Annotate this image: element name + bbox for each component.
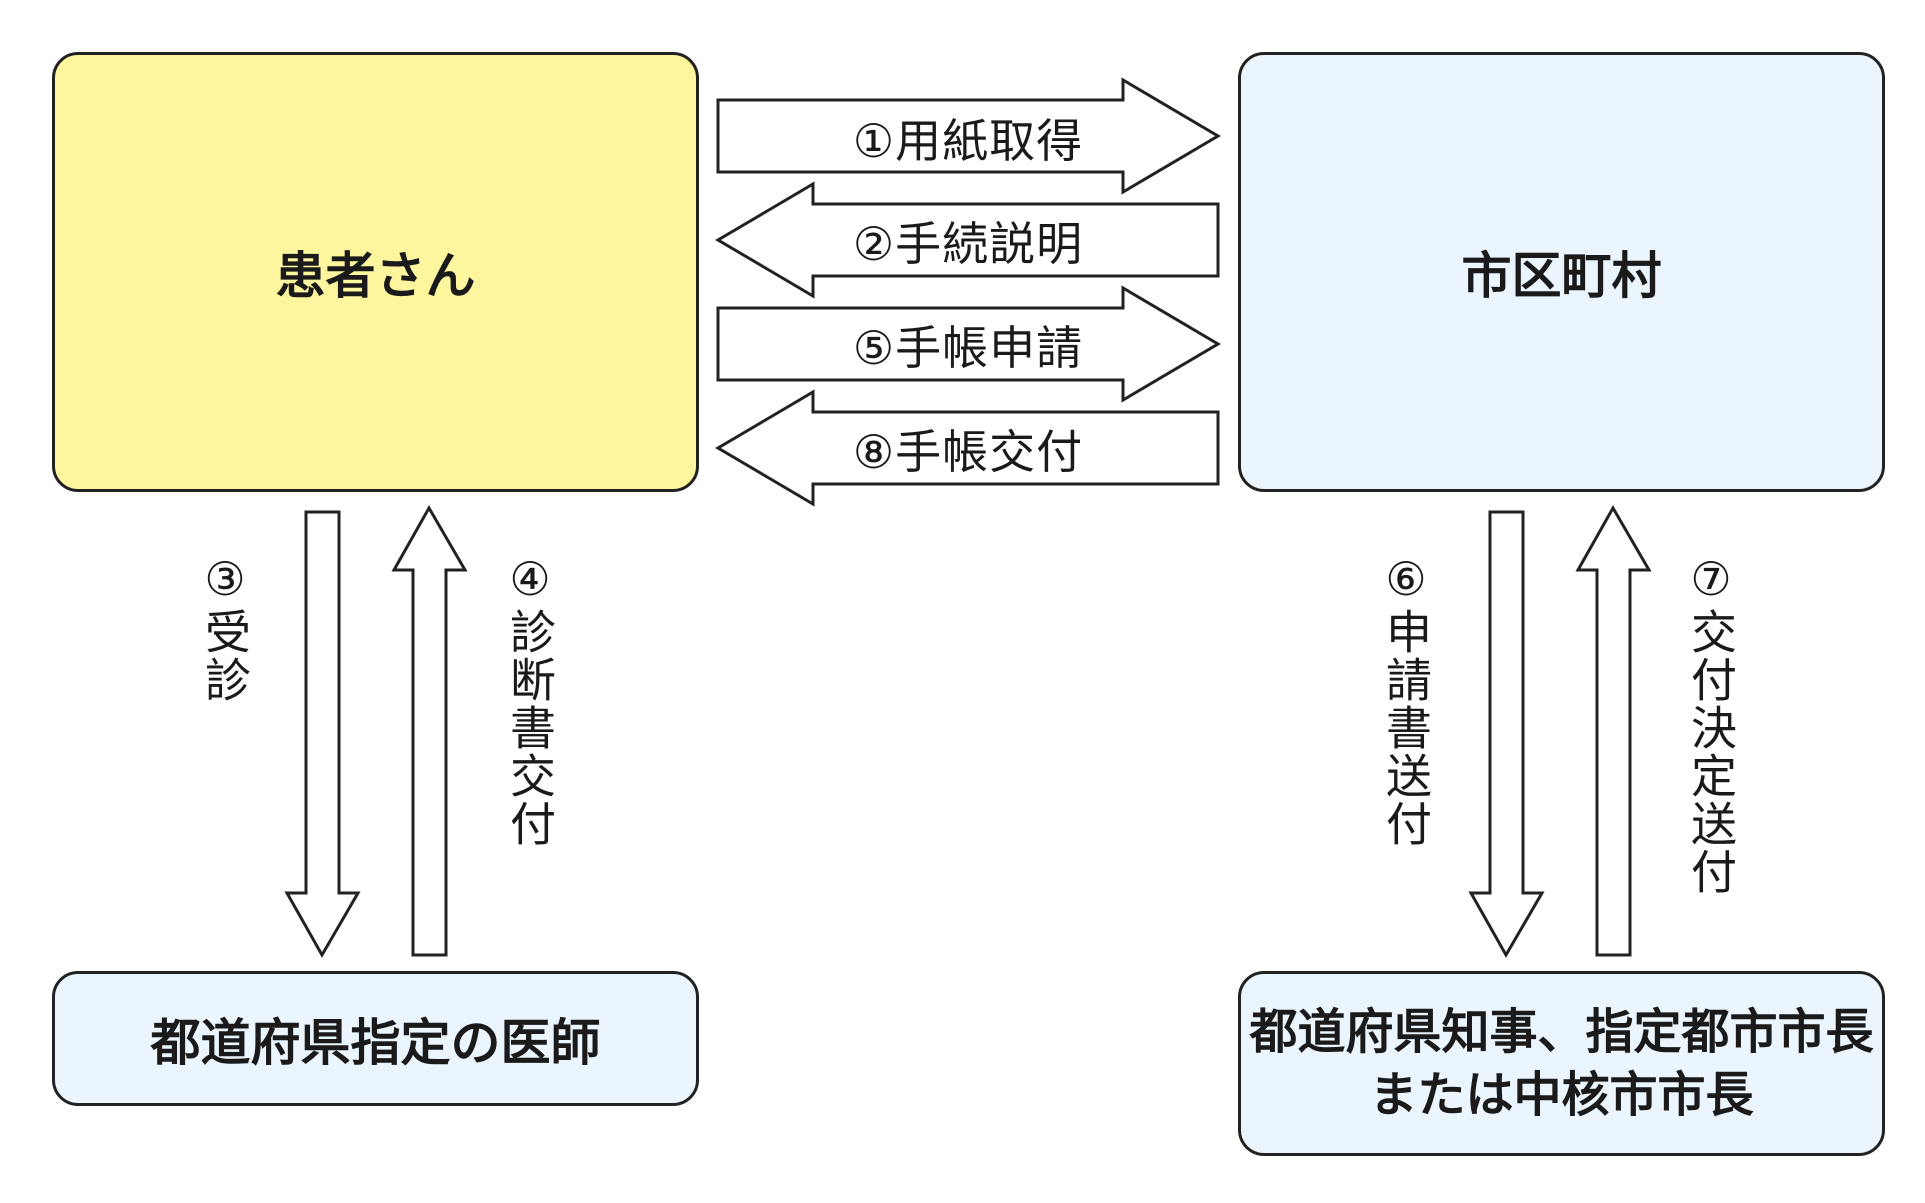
- doctor-box: 都道府県指定の医師: [52, 971, 699, 1106]
- step-1-label: ①用紙取得: [852, 114, 1084, 168]
- arrow-step-2: [715, 181, 1220, 299]
- arrow-step-6: [1468, 510, 1545, 959]
- step-2-label: ②手続説明: [852, 217, 1084, 271]
- arrow-step-3: [284, 510, 361, 959]
- step-6-label: ⑥申請書送付: [1379, 552, 1433, 848]
- arrow-step-4: [391, 504, 468, 957]
- government-label-line2: または中核市市長: [1369, 1066, 1754, 1123]
- arrow-step-7: [1575, 504, 1652, 957]
- patient-box: 患者さん: [52, 52, 699, 492]
- arrow-step-8: [715, 389, 1220, 507]
- step-4-label: ④診断書交付: [503, 552, 557, 848]
- patient-label: 患者さん: [275, 247, 476, 305]
- government-label-line1: 都道府県知事、指定都市市長: [1249, 1004, 1874, 1061]
- step-5-label: ⑤手帳申請: [852, 321, 1084, 375]
- city-box: 市区町村: [1238, 52, 1885, 492]
- government-box: 都道府県知事、指定都市市長 または中核市市長: [1238, 971, 1885, 1156]
- arrow-step-1: [716, 77, 1221, 195]
- arrow-step-5: [716, 285, 1221, 403]
- step-3-label: ③受診: [198, 552, 252, 704]
- step-8-label: ⑧手帳交付: [852, 425, 1084, 479]
- step-7-label: ⑦交付決定送付: [1684, 552, 1738, 896]
- doctor-label: 都道府県指定の医師: [150, 1013, 601, 1072]
- city-label: 市区町村: [1461, 247, 1662, 305]
